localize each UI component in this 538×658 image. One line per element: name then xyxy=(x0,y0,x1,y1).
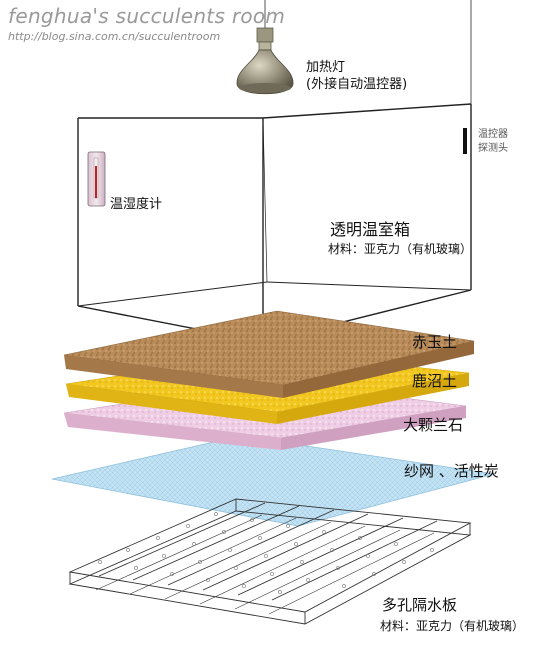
drainage-plate-material: 材料：亚克力（有机玻璃） xyxy=(380,619,525,633)
heat-lamp-icon xyxy=(236,27,294,95)
probe-label-line2: 探测头 xyxy=(478,143,508,154)
akadama-layer xyxy=(63,310,475,398)
drainage-holes xyxy=(98,512,434,594)
greenhouse-box-material: 材料：亚克力（有机玻璃） xyxy=(328,242,473,256)
mesh-layer xyxy=(51,435,495,527)
thermostat-probe-icon xyxy=(463,128,467,154)
kanuma-label: 鹿沼土 xyxy=(412,372,458,390)
drainage-plate xyxy=(68,498,472,625)
hygrometer-icon xyxy=(87,151,106,207)
pumice-label: 大颗兰石 xyxy=(403,416,464,434)
akadama-label: 赤玉土 xyxy=(412,333,458,351)
mesh-label: 纱网 、活性炭 xyxy=(404,462,499,480)
hygrometer-label: 温湿度计 xyxy=(110,197,163,212)
blog-title: fenghua's succulents room xyxy=(8,4,286,28)
heat-lamp-label: 加热灯 xyxy=(306,60,346,75)
heat-lamp-note: (外接自动温控器) xyxy=(306,77,408,92)
greenhouse-box xyxy=(77,103,472,343)
blog-url: http://blog.sina.com.cn/succulentroom xyxy=(8,30,221,43)
probe-label-line1: 温控器 xyxy=(478,129,508,140)
greenhouse-box-label: 透明温室箱 xyxy=(330,220,411,239)
drainage-plate-label: 多孔隔水板 xyxy=(382,596,458,614)
